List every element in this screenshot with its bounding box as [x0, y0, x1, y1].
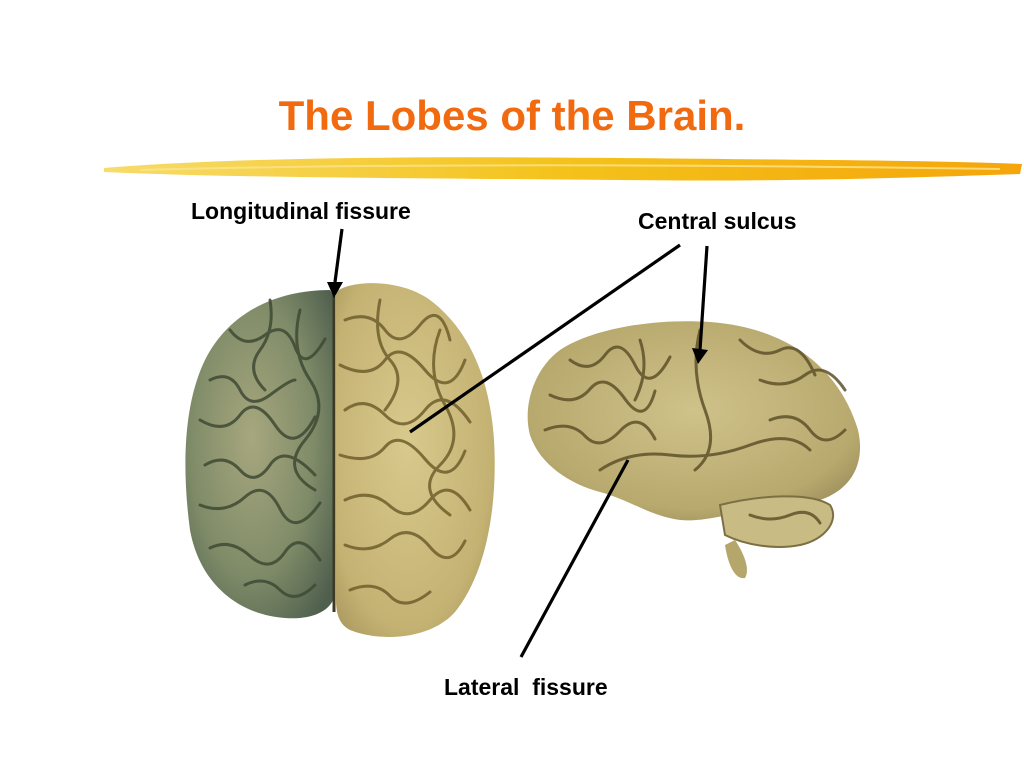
- label-central-sulcus: Central sulcus: [638, 208, 797, 234]
- pointer-longitudinal-fissure: [333, 228, 344, 283]
- brain-top-view: [185, 283, 495, 637]
- slide-title: The Lobes of the Brain.: [278, 92, 746, 139]
- pointer-central-sulcus-side: [698, 245, 709, 351]
- arrowhead-central: [692, 348, 708, 364]
- title-underline: [104, 157, 1022, 181]
- pointer-central-sulcus-top: [409, 243, 681, 434]
- arrowhead-longitudinal: [327, 282, 343, 298]
- label-longitudinal-fissure: Longitudinal fissure: [191, 198, 411, 224]
- label-lateral-fissure: Lateral fissure: [444, 674, 608, 700]
- pointer-lateral-fissure: [519, 459, 630, 658]
- brain-side-view: [527, 321, 861, 579]
